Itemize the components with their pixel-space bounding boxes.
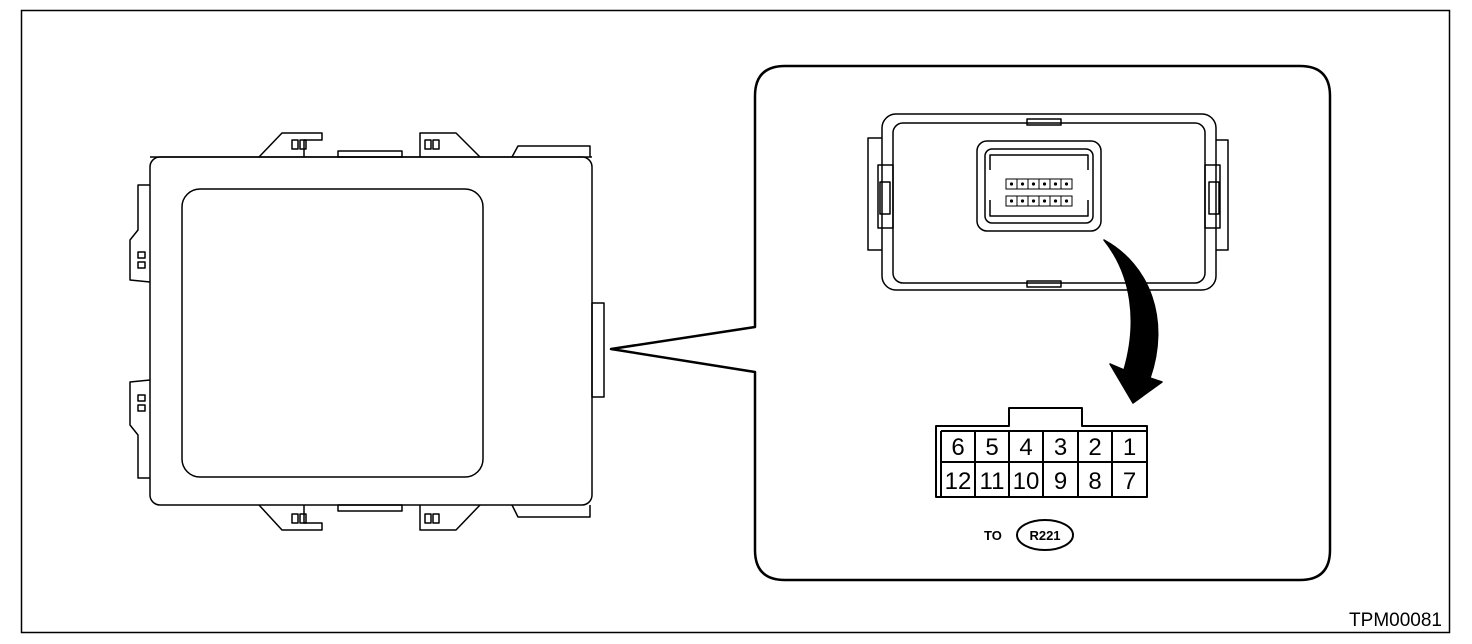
connector-id: R221 — [1029, 528, 1060, 543]
curved-arrow-icon — [1103, 239, 1163, 404]
pin-label: 9 — [1054, 468, 1067, 495]
control-module — [129, 132, 605, 531]
connector-id-oval — [1016, 519, 1074, 551]
callout-bubble — [609, 64, 1332, 582]
pin-label: 2 — [1088, 434, 1101, 461]
pin-label: 3 — [1054, 434, 1067, 461]
module-label-panel — [181, 188, 484, 478]
pin-label: 11 — [980, 468, 1005, 495]
pin-label: 12 — [945, 468, 972, 495]
figure-code: TPM00081 — [1349, 610, 1442, 631]
connector-face — [935, 407, 1148, 498]
pin-label: 6 — [951, 434, 964, 461]
module-connector-port — [591, 302, 605, 398]
socket-pins — [1005, 178, 1073, 207]
socket-pin-dots — [1009, 182, 1069, 203]
pin-label: 5 — [985, 434, 998, 461]
to-label: TO — [984, 528, 1002, 543]
pin-label: 8 — [1088, 468, 1101, 495]
pin-label: 10 — [1013, 468, 1040, 495]
pin-label: 4 — [1019, 434, 1032, 461]
pin-row-top: 6 5 4 3 2 1 — [951, 434, 1136, 461]
diagram-border — [20, 9, 1451, 634]
pin-row-bottom: 12 11 10 9 8 7 — [945, 468, 1137, 495]
pin-label: 1 — [1123, 434, 1136, 461]
connector-housing — [867, 113, 1229, 291]
pin-label: 7 — [1123, 468, 1136, 495]
